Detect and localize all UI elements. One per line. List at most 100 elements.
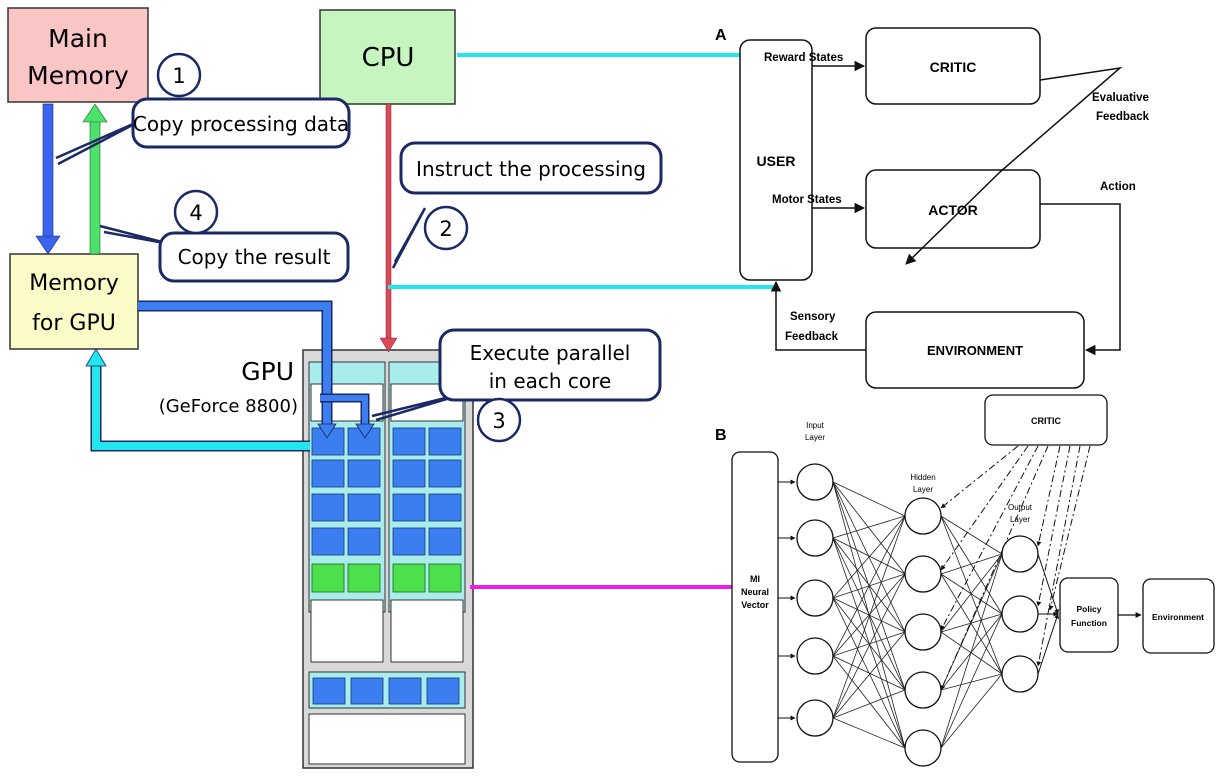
critic-feedback-line [1036,445,1081,667]
environment-label: ENVIRONMENT [927,343,1023,358]
motor-states-label: Motor States [772,194,842,206]
output-layer-label-1: Output [1008,503,1033,512]
output-node [1001,655,1039,693]
network-connections [778,479,1003,749]
output-node [1001,595,1039,633]
network-edge [832,537,906,575]
network-edge [940,515,1003,675]
output-layer-label-2: Layer [1010,515,1030,524]
network-edge [832,717,906,749]
policy-function-label-1: Policy [1076,604,1101,614]
step-1-number: 1 [172,64,185,88]
actor-box [865,169,1041,249]
result-return-pipe [90,362,310,452]
critic-box-b [984,394,1108,446]
user-box [739,39,813,281]
reward-states-label: Reward States [764,52,843,64]
panel-b: B MI Neural Vector Input Layer Hidden La… [715,394,1215,767]
input-node [796,699,834,737]
green-up-arrow [82,103,108,255]
output-to-policy-arrow [1037,613,1059,675]
critic-feedback-line [1036,445,1071,607]
network-edge [940,613,1003,633]
callout-step-3: Execute parallel in each core 3 [438,328,662,443]
network-edge [940,553,1003,575]
step-2-text: Instruct the processing [416,157,646,181]
memory-for-gpu-box: Memory for GPU [9,253,139,350]
input-node [796,637,834,675]
network-edge [940,613,1003,749]
mi-vector-label-2: Neural [741,587,769,597]
critic-label-a: CRITIC [930,59,977,75]
memory-gpu-label-1: Memory [29,271,118,296]
step-2-number: 2 [439,217,452,241]
callout-step-4: Copy the result 4 [158,189,350,283]
network-edge [940,553,1003,749]
mi-vector-label-1: MI [750,574,760,584]
input-layer-label-2: Layer [805,433,825,442]
network-edge [940,673,1003,691]
hidden-node [904,497,942,535]
network-edge [832,655,906,749]
step-3-text-1: Execute parallel [470,341,631,365]
callout-step-2: Instruct the processing 2 [399,141,663,251]
hidden-node [904,613,942,651]
network-edge [832,689,906,719]
network-edge [940,553,1003,633]
network-edge [940,673,1003,749]
sensory-feedback-label-1: Sensory [790,311,836,323]
network-edge [832,537,906,749]
action-label: Action [1100,181,1136,193]
network-edge [832,573,906,657]
cpu-label: CPU [362,43,415,73]
input-node [796,579,834,617]
critic-feedback-line [1036,445,1061,547]
input-node [796,519,834,557]
mi-vector-box [731,451,779,763]
panel-b-label: B [715,427,727,444]
network-edge [832,515,906,539]
hidden-layer-label-2: Layer [913,485,933,494]
hidden-layer-label-1: Hidden [910,473,935,482]
network-edge [940,573,1003,615]
critic-box-a [865,27,1041,105]
critic-feedback-line [940,445,1029,571]
hidden-node [904,729,942,767]
step-4-number: 4 [189,201,202,225]
network-edge [832,515,906,599]
step-1-text: Copy processing data [133,112,349,136]
output-to-policy-arrow [1037,553,1059,615]
output-to-policy-links [1037,553,1059,675]
sensory-feedback-label-2: Feedback [785,331,839,343]
network-edge [940,515,1003,615]
panel-a: A USER CRITIC ACTOR ENVIRONMENT Reward S… [715,27,1150,389]
network-edge [832,515,906,719]
network-edge [940,515,1003,555]
actor-label: ACTOR [928,202,978,218]
gpu-title: GPU [241,357,294,386]
step-3-number: 3 [492,409,505,433]
data-transfer-pipe [138,300,370,430]
user-label: USER [757,153,796,169]
evaluative-feedback-label-1: Evaluative [1092,92,1149,104]
network-edge [832,655,906,691]
network-edge [832,481,906,517]
critic-feedback-line [940,445,1039,631]
cpu-to-gpu-arrow [379,103,398,353]
network-edge [832,537,906,691]
main-memory-label-2: Memory [27,61,129,90]
network-edge [832,481,906,575]
critic-feedback-line [940,445,1019,509]
gpu-model-label: (GeForce 8800) [159,396,298,417]
evaluative-feedback-label-2: Feedback [1096,111,1150,123]
network-edge [940,573,1003,675]
environment-label-b: Environment [1152,612,1204,622]
main-memory-box: Main Memory [7,7,149,103]
output-node [1001,535,1039,573]
input-layer-label-1: Input [806,421,825,430]
callout-step-1: Copy processing data 1 [131,52,351,149]
policy-function-box [1059,577,1119,653]
panel-a-label: A [715,27,727,44]
